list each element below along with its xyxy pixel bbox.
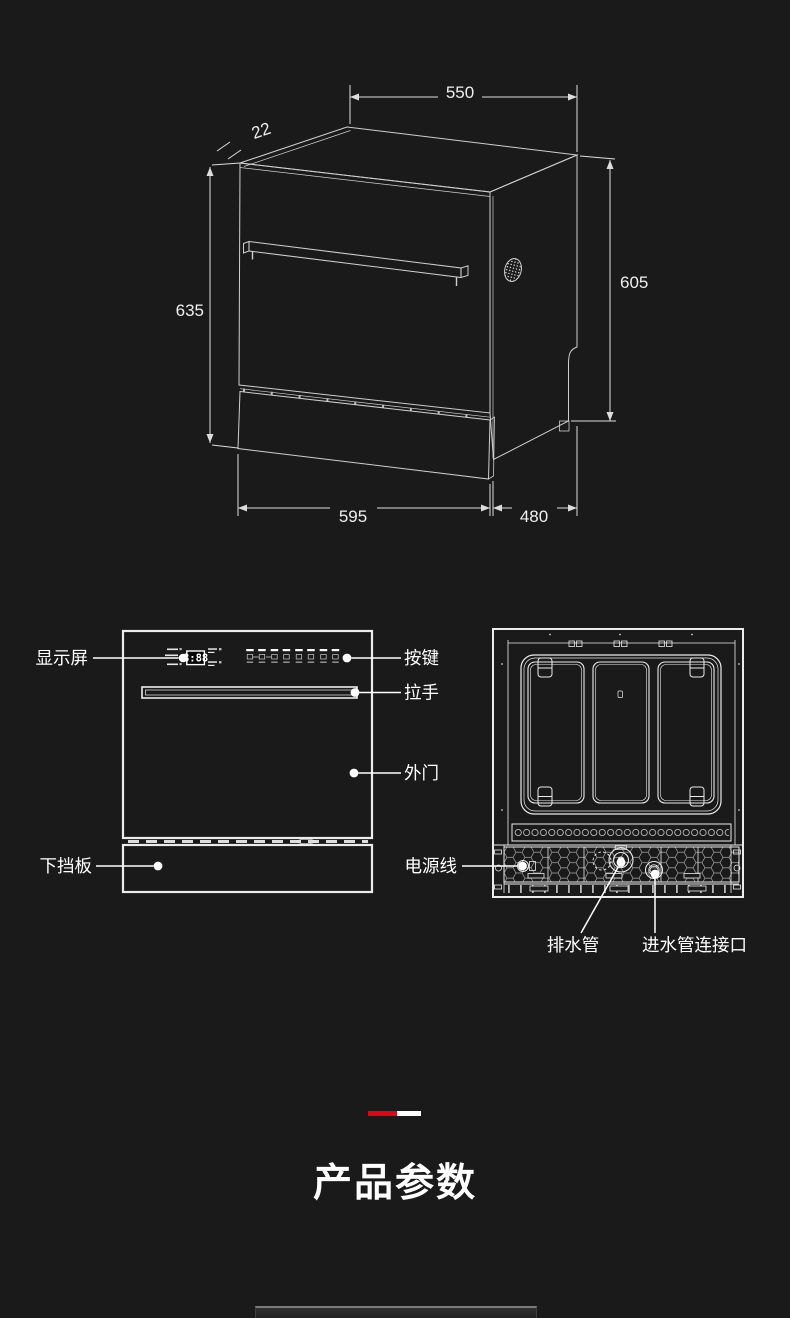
- leader-dots: [153, 653, 360, 871]
- dim-top-width: 550: [446, 83, 474, 102]
- rear-panels: [527, 661, 715, 804]
- front-view-callouts: [93, 653, 401, 871]
- vent-grille-icon: [504, 258, 522, 282]
- iso-dimension-drawing: [237, 126, 579, 480]
- label-outer-door: 外门: [404, 763, 439, 783]
- door-handle: [141, 686, 358, 699]
- label-display-screen: 显示屏: [36, 648, 89, 668]
- kick-panel-iso: [237, 390, 491, 480]
- outer-door: [121, 629, 374, 840]
- dimension-arrows: [206, 93, 614, 512]
- bottom-strip: [504, 883, 739, 893]
- next-product-image-edge: [255, 1306, 537, 1318]
- label-water-inlet: 进水管连接口: [642, 935, 747, 955]
- cabinet-front-face: [238, 162, 491, 414]
- dim-rear-height: 605: [620, 273, 648, 292]
- dim-depth: 480: [520, 507, 548, 526]
- handle-iso: [243, 240, 469, 286]
- bottom-kick-panel: [121, 843, 374, 894]
- leader-dots: [518, 858, 660, 879]
- divider-white-bar: [397, 1111, 421, 1116]
- front-view-drawing: 8:88: [121, 629, 374, 894]
- label-handle: 拉手: [404, 683, 439, 703]
- button-row: [246, 649, 340, 663]
- section-title: 产品参数: [312, 1162, 477, 1205]
- display-value: 8:88: [183, 653, 208, 665]
- power-cord-connector: [517, 860, 536, 872]
- pump-outline: [592, 851, 612, 871]
- dim-edge-thickness: 22: [249, 119, 273, 143]
- rear-view-drawing: [492, 628, 744, 898]
- label-power-cord: 电源线: [405, 856, 458, 876]
- vent-hole-row: [511, 823, 732, 842]
- label-buttons: 按键: [404, 648, 439, 668]
- rear-view-callouts: [462, 858, 660, 934]
- corner-clips: [537, 657, 705, 807]
- display-screen: 8:88: [165, 648, 222, 666]
- dim-front-height: 635: [176, 301, 204, 320]
- cabinet-side-face: [489, 154, 578, 461]
- side-flanges: [494, 845, 741, 893]
- divider-red-bar: [368, 1111, 397, 1116]
- dim-front-width: 595: [339, 507, 367, 526]
- label-drain-pipe: 排水管: [547, 935, 600, 955]
- label-bottom-panel: 下挡板: [40, 856, 93, 876]
- dimension-lines: [209, 85, 616, 516]
